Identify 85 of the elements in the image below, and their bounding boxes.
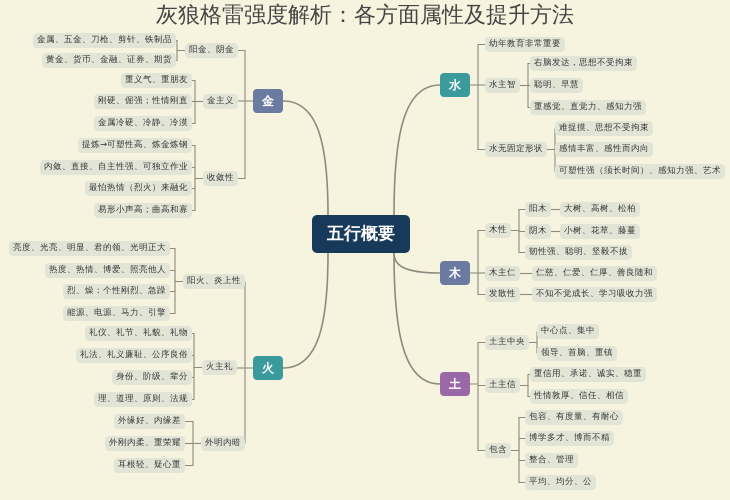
topic-pill: 重义气、重朋友 xyxy=(121,72,192,88)
topic-pill: 礼仪、礼节、礼貌、礼物 xyxy=(85,326,192,340)
topic-pill: 发散性 xyxy=(485,286,520,302)
topic-pill: 木性 xyxy=(485,222,511,238)
connector-line xyxy=(551,208,560,210)
topic-pill: 土主中央 xyxy=(485,334,529,350)
topic-pill: 能源、电源、马力、引擎 xyxy=(63,306,170,320)
topic-pill: 包含 xyxy=(485,442,511,458)
connector-line xyxy=(244,367,253,444)
topic-pill: 整合、管理 xyxy=(525,452,578,468)
topic-pill: 烈、燥：个性刚烈、急躁 xyxy=(63,284,170,298)
connector-line xyxy=(393,84,440,215)
topic-pill: 仁慈、仁爱、仁厚、善良随和 xyxy=(532,266,657,280)
connector-line xyxy=(551,230,560,232)
topic-pill: 领导、首脑、重镇 xyxy=(537,346,617,360)
topic-pill: 理、道理、原则、法规 xyxy=(94,392,192,406)
connector-line xyxy=(511,450,525,484)
topic-pill: 聪明、早慧 xyxy=(530,78,583,92)
connector-line xyxy=(470,272,485,296)
topic-pill: 木主仁 xyxy=(485,266,520,280)
topic-pill: 水无固定形状 xyxy=(485,142,547,156)
topic-pill: 火主礼 xyxy=(202,360,237,374)
topic-pill: 阳木 xyxy=(525,202,551,216)
topic-pill: 提炼→可塑性高、炼金炼钢 xyxy=(78,138,192,152)
connector-line xyxy=(185,442,201,466)
connector-line xyxy=(470,383,485,452)
connector-line xyxy=(282,252,329,369)
connector-line xyxy=(393,253,440,385)
topic-pill: 最怕热情（烈火）来融化 xyxy=(85,180,192,196)
connector-line xyxy=(520,272,532,274)
connector-line xyxy=(282,100,329,216)
topic-pill: 韧性强、聪明、坚毅不拔 xyxy=(525,244,632,260)
topic-pill: 水主智 xyxy=(485,78,520,92)
topic-pill: 阴木 xyxy=(525,224,551,238)
branch-box: 土 xyxy=(440,372,470,396)
topic-pill: 易形小声高；曲高和寡 xyxy=(94,202,192,218)
topic-pill: 耳根轻、疑心重 xyxy=(114,458,185,472)
connector-line xyxy=(520,84,530,108)
topic-pill: 土主信 xyxy=(485,378,520,392)
title-text: 灰狼格雷强度解析：各方面属性及提升方法 xyxy=(155,2,575,30)
connector-line xyxy=(192,366,202,400)
topic-pill: 热度、热情、博爱、照亮他人 xyxy=(45,262,170,278)
topic-pill: 包容、有度量、有耐心 xyxy=(525,410,623,424)
topic-pill: 重信用、承诺、诚实、稳重 xyxy=(530,366,646,382)
topic-pill: 收敛性 xyxy=(203,170,238,186)
branch-box: 水 xyxy=(440,73,470,97)
topic-pill: 金属、五金、刀枪、剪针、铁制品 xyxy=(33,32,176,48)
topic-pill: 阳金、阴金 xyxy=(185,42,238,58)
connector-line xyxy=(238,100,253,180)
topic-pill: 外明内暗 xyxy=(201,436,245,450)
connector-line xyxy=(192,100,203,124)
topic-pill: 礼法、礼义廉耻、公序良俗 xyxy=(76,348,192,362)
topic-pill: 外缘好、内缘差 xyxy=(114,414,185,428)
topic-pill: 内敛、直接、自主性强、可独立作业 xyxy=(40,160,192,174)
topic-pill: 感情丰富、感性而内向 xyxy=(555,142,653,156)
connector-line xyxy=(520,384,530,398)
topic-pill: 中心点、集中 xyxy=(537,324,599,338)
topic-pill: 刚硬、倔强；性情刚直 xyxy=(94,94,192,108)
central-topic-box: 五行概要 xyxy=(312,215,410,253)
connector-line xyxy=(192,178,203,212)
connector-line xyxy=(470,84,485,150)
topic-pill: 金属冷硬、冷静、冷漠 xyxy=(94,116,192,130)
branch-box: 金 xyxy=(253,89,283,113)
topic-pill: 难捉摸、思想不受拘束 xyxy=(555,120,653,136)
topic-pill: 性情敦厚、信任、相信 xyxy=(530,388,628,404)
topic-pill: 亮度、光亮、明显、君的领、光明正大 xyxy=(9,240,170,256)
connector-line xyxy=(170,280,183,314)
connector-line xyxy=(511,230,525,254)
topic-pill: 博学多才、博而不精 xyxy=(525,430,614,446)
topic-pill: 大树、高树、松柏 xyxy=(560,202,640,216)
topic-pill: 阳火、炎上性 xyxy=(183,274,245,288)
topic-pill: 重感觉、直觉力、感知力强 xyxy=(530,100,646,114)
topic-pill: 外刚内柔、重荣耀 xyxy=(105,436,185,450)
topic-pill: 幼年教育非常重要 xyxy=(485,36,565,52)
connector-line xyxy=(520,294,532,296)
topic-pill: 身份、阶级、辈分 xyxy=(112,370,192,384)
topic-pill: 右脑发达，思想不受拘束 xyxy=(530,56,637,70)
topic-pill: 不知不觉成长、学习吸收力强 xyxy=(532,286,657,302)
topic-pill: 平均、均分、公 xyxy=(525,474,596,490)
topic-pill: 金主义 xyxy=(203,94,238,108)
branch-box: 火 xyxy=(253,356,283,380)
topic-pill: 黄金、货币、金融、证券、期货 xyxy=(42,52,176,68)
topic-pill: 小树、花草、藤蔓 xyxy=(560,224,640,238)
branch-box: 木 xyxy=(440,261,470,285)
topic-pill: 可塑性强（须长时间）、感知力强、艺术 xyxy=(555,164,725,178)
